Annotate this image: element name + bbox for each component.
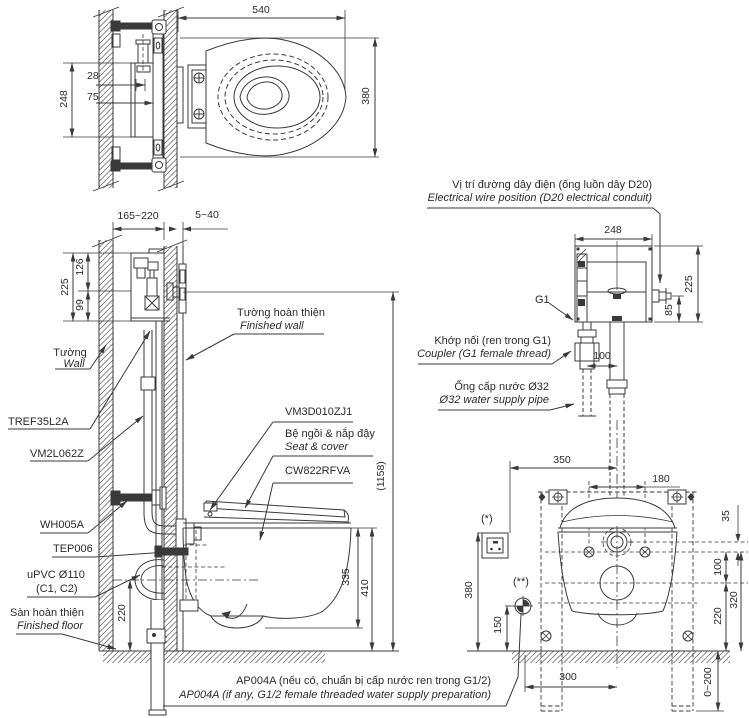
supply-note-vi: AP004A (nếu có, chuẩn bị cấp nước ren tr…: [236, 675, 491, 687]
seat-label-vi: Bệ ngồi & nắp đậy: [285, 428, 375, 440]
dim-rim-offset: 35: [720, 510, 733, 522]
dim-plan-depth: 380: [360, 87, 373, 105]
wall-label-en: Wall: [63, 357, 85, 370]
front-floor-hatch: [512, 651, 730, 663]
finished-floor-label-en: Finished floor: [17, 620, 84, 632]
dim-bolt-height: 320: [728, 591, 741, 609]
finished-wall-label-en: Finished wall: [240, 320, 304, 332]
dim-outlet-height: 380: [463, 581, 476, 599]
plan-anchor-bolt-bottom: [119, 162, 153, 170]
part-code-fitting: TEP006: [53, 543, 93, 555]
dim-outlet-offset: 350: [553, 454, 571, 467]
side-floor-hatch: [103, 651, 325, 663]
plan-view: [63, 6, 379, 192]
plan-anchor-bolt-top: [119, 22, 153, 30]
thread-label-g1: G1: [535, 294, 550, 306]
power-outlet-symbol: [481, 532, 509, 559]
plan-seat-cover-outline: [205, 37, 347, 157]
electrical-label-en: Electrical wire position (D20 electrical…: [427, 192, 652, 204]
part-code-flush-pipe: VM2L062Z: [30, 448, 84, 460]
supply-label-en: Ø32 water supply pipe: [439, 394, 549, 406]
part-code-bracket: WH005A: [40, 519, 85, 531]
supply-marker: (**): [513, 576, 529, 588]
dim-inlet-offset: 100: [712, 558, 725, 576]
dim-tank-upper: 126: [74, 258, 87, 276]
dim-floor-range: 0~200: [702, 667, 715, 697]
dim-bolt-spacing: 180: [652, 473, 670, 486]
dim-drain-offset: 300: [559, 671, 577, 684]
dim-plan-tank: 248: [58, 90, 71, 108]
coupler-label-en: Coupler (G1 female thread): [417, 348, 551, 360]
side-seat-cover: [203, 500, 350, 523]
dim-bowl-height: 410: [359, 579, 372, 597]
part-code-bowl: CW822RFVA: [285, 465, 351, 477]
dim-wall-finish: 5~40: [195, 209, 219, 222]
dim-tank-width: 248: [604, 224, 622, 237]
supply-label-vi: Ống cấp nước Ø32: [454, 381, 549, 393]
dim-tank-height-right: 225: [683, 275, 696, 293]
side-wall-hatch-2: [164, 246, 177, 651]
drain-label-line1: uPVC Ø110: [27, 569, 85, 581]
dim-plan-width: 540: [252, 4, 270, 17]
plan-wall-hatch-2: [164, 10, 177, 188]
dim-tank-height: 225: [59, 278, 72, 296]
outlet-marker: (*): [481, 513, 493, 525]
seat-label-en: Seat & cover: [285, 441, 348, 453]
dim-drain-height-front: 220: [712, 607, 725, 625]
part-code-tank: TREF35L2A: [8, 416, 69, 428]
front-bowl-lid: [559, 497, 676, 529]
dim-plan-offset-b: 75: [87, 91, 99, 103]
side-bowl-body: [182, 527, 352, 619]
front-bowl-body: [557, 531, 678, 626]
bowl-front-view: [163, 420, 748, 712]
finished-floor-label-vi: Sàn hoàn thiện: [10, 607, 85, 619]
coupler-label-vi: Khớp nối (ren trong G1): [434, 335, 551, 347]
tank-front-view: [418, 207, 703, 532]
drain-label-line2: (C1, C2): [36, 583, 78, 595]
plan-wall-hatch: [99, 10, 113, 188]
dim-pipe-spacing: 100: [593, 350, 611, 363]
dim-drain-height: 220: [116, 604, 129, 622]
side-bracket-bolt: [110, 490, 121, 506]
dim-tank-lower: 99: [74, 299, 87, 311]
dim-bowl-depth: 335: [340, 568, 353, 586]
dim-supply-height: 150: [492, 616, 505, 634]
electrical-label-vi: Vị trí đường dây điện (ống luồn dây D20): [452, 179, 652, 191]
part-code-plate: VM3D010ZJ1: [285, 406, 353, 418]
finished-wall-label-vi: Tường hoàn thiện: [237, 307, 325, 319]
supply-note-en: AP004A (if any, G1/2 female threaded wat…: [179, 689, 491, 701]
dim-conduit-height: 85: [663, 304, 676, 316]
wall-label-vi: Tường: [53, 346, 87, 359]
dim-wall-cavity: 165~220: [117, 210, 159, 223]
side-elevation: [8, 222, 399, 716]
dim-plan-offset-a: 28: [87, 70, 99, 82]
dim-total-height: (1158): [375, 461, 388, 491]
